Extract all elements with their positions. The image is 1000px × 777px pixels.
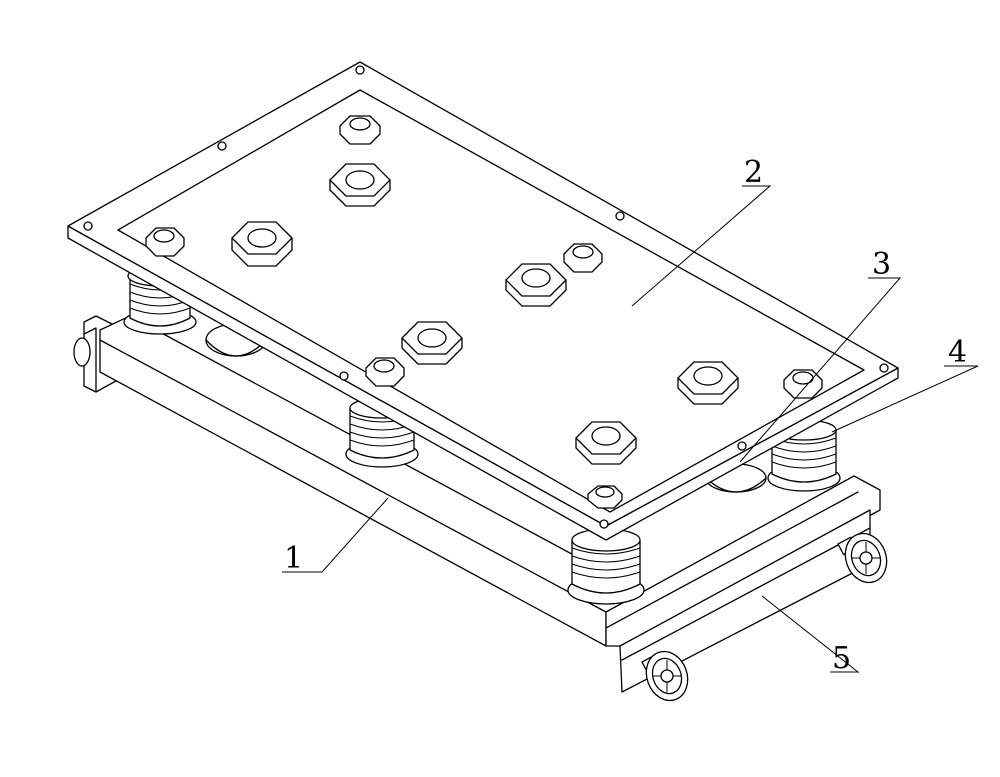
hex-nut [505, 263, 567, 307]
hex-nut [575, 421, 637, 465]
callout-3: 3 [872, 247, 891, 282]
handwheel-rear [837, 532, 888, 584]
hex-nut [231, 221, 293, 267]
top-plate [67, 61, 899, 541]
hex-nut [339, 115, 381, 145]
hex-nut [677, 361, 739, 405]
leader-1 [282, 497, 389, 573]
leader-2 [631, 185, 772, 307]
leader-3 [739, 277, 902, 463]
hex-nut [783, 369, 823, 399]
leader-lines [282, 185, 979, 673]
callout-4: 4 [948, 335, 967, 370]
leader-5 [761, 595, 860, 673]
handwheel-front [641, 650, 689, 702]
callout-5: 5 [832, 641, 851, 676]
hex-nut [145, 227, 185, 257]
callout-1: 1 [284, 541, 303, 576]
base-frame [73, 315, 881, 693]
hex-nut [563, 243, 603, 273]
hex-nut [587, 485, 623, 509]
callout-2: 2 [744, 155, 763, 190]
hex-nut [365, 357, 405, 387]
hex-nut [401, 321, 463, 365]
hex-nut [329, 163, 391, 207]
leader-4 [831, 365, 979, 433]
spring-front-right [567, 528, 645, 605]
